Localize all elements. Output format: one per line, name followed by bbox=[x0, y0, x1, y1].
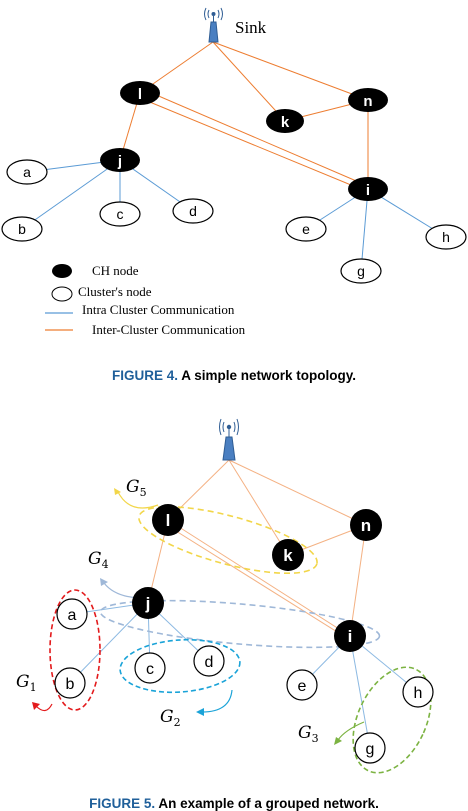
group-g4-label: G4 bbox=[88, 549, 109, 571]
link-l-i-b bbox=[139, 97, 369, 193]
member-node-d: d bbox=[172, 198, 214, 224]
link-l-i-b bbox=[167, 525, 351, 641]
node-label: h bbox=[414, 685, 423, 702]
member-node-e: e bbox=[286, 669, 318, 701]
group-g1-outline bbox=[49, 589, 101, 711]
link-sink-k bbox=[228, 459, 289, 556]
group-g2-outline bbox=[119, 638, 241, 694]
sink-antenna-icon bbox=[204, 7, 223, 43]
member-node-d: d bbox=[193, 645, 225, 677]
node-label: k bbox=[283, 546, 293, 565]
group-g3-outline bbox=[352, 666, 432, 774]
group-g5-label: G5 bbox=[126, 477, 147, 499]
ch-node-i: i bbox=[334, 620, 366, 652]
legend-inter-label: Inter-Cluster Communication bbox=[92, 322, 246, 337]
member-node-a: a bbox=[56, 598, 88, 630]
member-node-h: h bbox=[425, 224, 467, 250]
link-i-g bbox=[360, 188, 369, 272]
node-label: c bbox=[146, 661, 154, 678]
group-g2-label: G2 bbox=[160, 707, 181, 729]
link-n-i bbox=[349, 524, 367, 637]
node-label: i bbox=[366, 182, 370, 199]
legend: CH node Cluster's node Intra Cluster Com… bbox=[45, 263, 246, 337]
node-label: e bbox=[298, 678, 307, 695]
figure-4: Sink l k n j i a bbox=[1, 7, 467, 337]
sink-antenna-icon bbox=[219, 418, 239, 461]
ch-node-n: n bbox=[348, 88, 388, 112]
node-label: c bbox=[117, 206, 124, 222]
node-label: h bbox=[442, 229, 450, 245]
caption-text: An example of a grouped network. bbox=[158, 796, 379, 811]
node-label: i bbox=[348, 627, 353, 646]
ch-node-l: l bbox=[152, 504, 184, 536]
legend-intra-label: Intra Cluster Communication bbox=[82, 302, 235, 317]
node-label: k bbox=[281, 114, 290, 131]
legend-ch-label: CH node bbox=[92, 263, 139, 278]
ch-node-k: k bbox=[266, 109, 304, 133]
node-label: d bbox=[205, 654, 214, 671]
link-sink-n bbox=[212, 41, 369, 101]
member-node-e: e bbox=[285, 216, 327, 242]
member-node-g: g bbox=[340, 258, 382, 284]
figure-4-caption: FIGURE 4. A simple network topology. bbox=[0, 368, 468, 383]
group-g3-label: G3 bbox=[298, 723, 319, 745]
node-label: l bbox=[138, 86, 142, 103]
node-label: n bbox=[363, 93, 372, 110]
member-node-g: g bbox=[354, 732, 386, 764]
node-label: a bbox=[68, 607, 77, 624]
g1-arrow bbox=[35, 703, 53, 712]
figure-5-caption: FIGURE 5. An example of a grouped networ… bbox=[0, 796, 468, 811]
member-node-c: c bbox=[99, 201, 141, 227]
ch-node-l: l bbox=[120, 81, 160, 105]
group-g4-outline bbox=[99, 599, 381, 649]
ch-node-k: k bbox=[272, 539, 304, 571]
node-label: l bbox=[166, 511, 171, 530]
link-l-i-a bbox=[139, 87, 369, 187]
ch-node-j: j bbox=[132, 587, 164, 619]
legend-member-label: Cluster's node bbox=[78, 284, 152, 299]
group-g5-outline bbox=[138, 505, 318, 575]
member-node-b: b bbox=[54, 667, 86, 699]
node-label: b bbox=[18, 221, 26, 237]
caption-text: A simple network topology. bbox=[181, 368, 357, 383]
node-label: j bbox=[117, 153, 122, 170]
node-label: g bbox=[357, 263, 365, 279]
legend-ch-swatch bbox=[52, 264, 72, 278]
g3-arrow bbox=[337, 721, 365, 741]
member-node-h: h bbox=[402, 676, 434, 708]
sink-label: Sink bbox=[235, 18, 267, 37]
node-label: j bbox=[145, 594, 151, 613]
node-label: n bbox=[361, 516, 371, 535]
member-node-b: b bbox=[1, 216, 43, 242]
ch-node-j: j bbox=[100, 148, 140, 172]
link-j-b bbox=[21, 159, 121, 230]
caption-label: FIGURE 4. bbox=[111, 368, 178, 383]
node-label: b bbox=[66, 676, 75, 693]
ch-node-i: i bbox=[348, 177, 388, 201]
member-node-a: a bbox=[6, 159, 48, 185]
node-label: d bbox=[189, 203, 197, 219]
node-label: e bbox=[302, 221, 310, 237]
legend-member-swatch bbox=[51, 286, 73, 302]
link-sink-n bbox=[228, 459, 367, 526]
link-l-i-a bbox=[167, 519, 351, 637]
node-label: a bbox=[23, 164, 31, 180]
g5-arrow bbox=[117, 491, 159, 509]
g2-arrow bbox=[201, 689, 233, 713]
node-label: g bbox=[366, 741, 375, 758]
ch-node-n: n bbox=[350, 509, 382, 541]
member-node-c: c bbox=[134, 652, 166, 684]
caption-label: FIGURE 5. bbox=[89, 796, 156, 811]
link-i-g bbox=[349, 635, 371, 749]
link-sink-k bbox=[212, 41, 286, 122]
link-j-b bbox=[69, 602, 149, 684]
group-g1-label: G1 bbox=[16, 672, 37, 694]
